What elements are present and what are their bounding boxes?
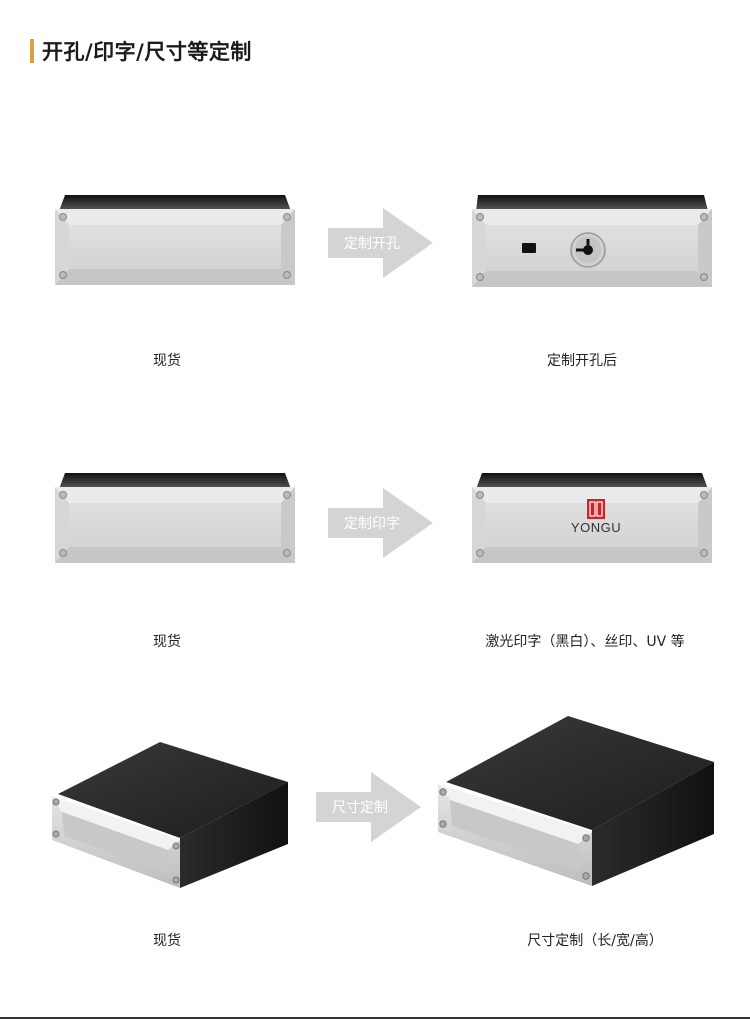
screw-icon [439, 788, 590, 880]
enclosure-front-holes [472, 195, 712, 287]
caption-printing-methods: 激光印字（黑白）、丝印、UV 等 [485, 634, 685, 650]
brand-logo-text: YONGU [570, 520, 622, 535]
arrow-label: 定制印字 [344, 516, 400, 532]
screw-icon [59, 213, 291, 279]
arrow-custom-size: 尺寸定制 [316, 772, 421, 842]
enclosure-front-printed: YONGU [472, 473, 712, 563]
enclosure-iso-custom-size [434, 716, 716, 888]
enclosure-front-stock-2 [55, 473, 295, 563]
arrow-custom-print: 定制印字 [328, 488, 433, 558]
caption-stock-1: 现货 [153, 353, 181, 369]
caption-stock-2: 现货 [153, 634, 181, 650]
caption-stock-3: 现货 [153, 933, 181, 949]
arrow-label: 定制开孔 [344, 236, 400, 252]
bottom-divider [0, 1017, 750, 1019]
arrow-custom-holes: 定制开孔 [328, 208, 433, 278]
title-accent-bar [30, 39, 34, 63]
section-title: 开孔/印字/尺寸等定制 [30, 38, 252, 64]
page-title: 开孔/印字/尺寸等定制 [42, 40, 252, 64]
screw-icon [52, 798, 180, 884]
screw-icon [59, 491, 291, 557]
arrow-label: 尺寸定制 [332, 800, 388, 816]
caption-after-holes: 定制开孔后 [547, 353, 617, 369]
key-lock-icon [570, 232, 606, 268]
screw-icon [476, 491, 708, 557]
power-switch-icon [522, 243, 536, 253]
screw-icon [476, 213, 708, 281]
enclosure-iso-stock [48, 742, 290, 890]
enclosure-front-stock-1 [55, 195, 295, 285]
logo-stamp-icon [587, 499, 605, 519]
caption-size-custom: 尺寸定制（长/宽/高） [527, 933, 663, 949]
